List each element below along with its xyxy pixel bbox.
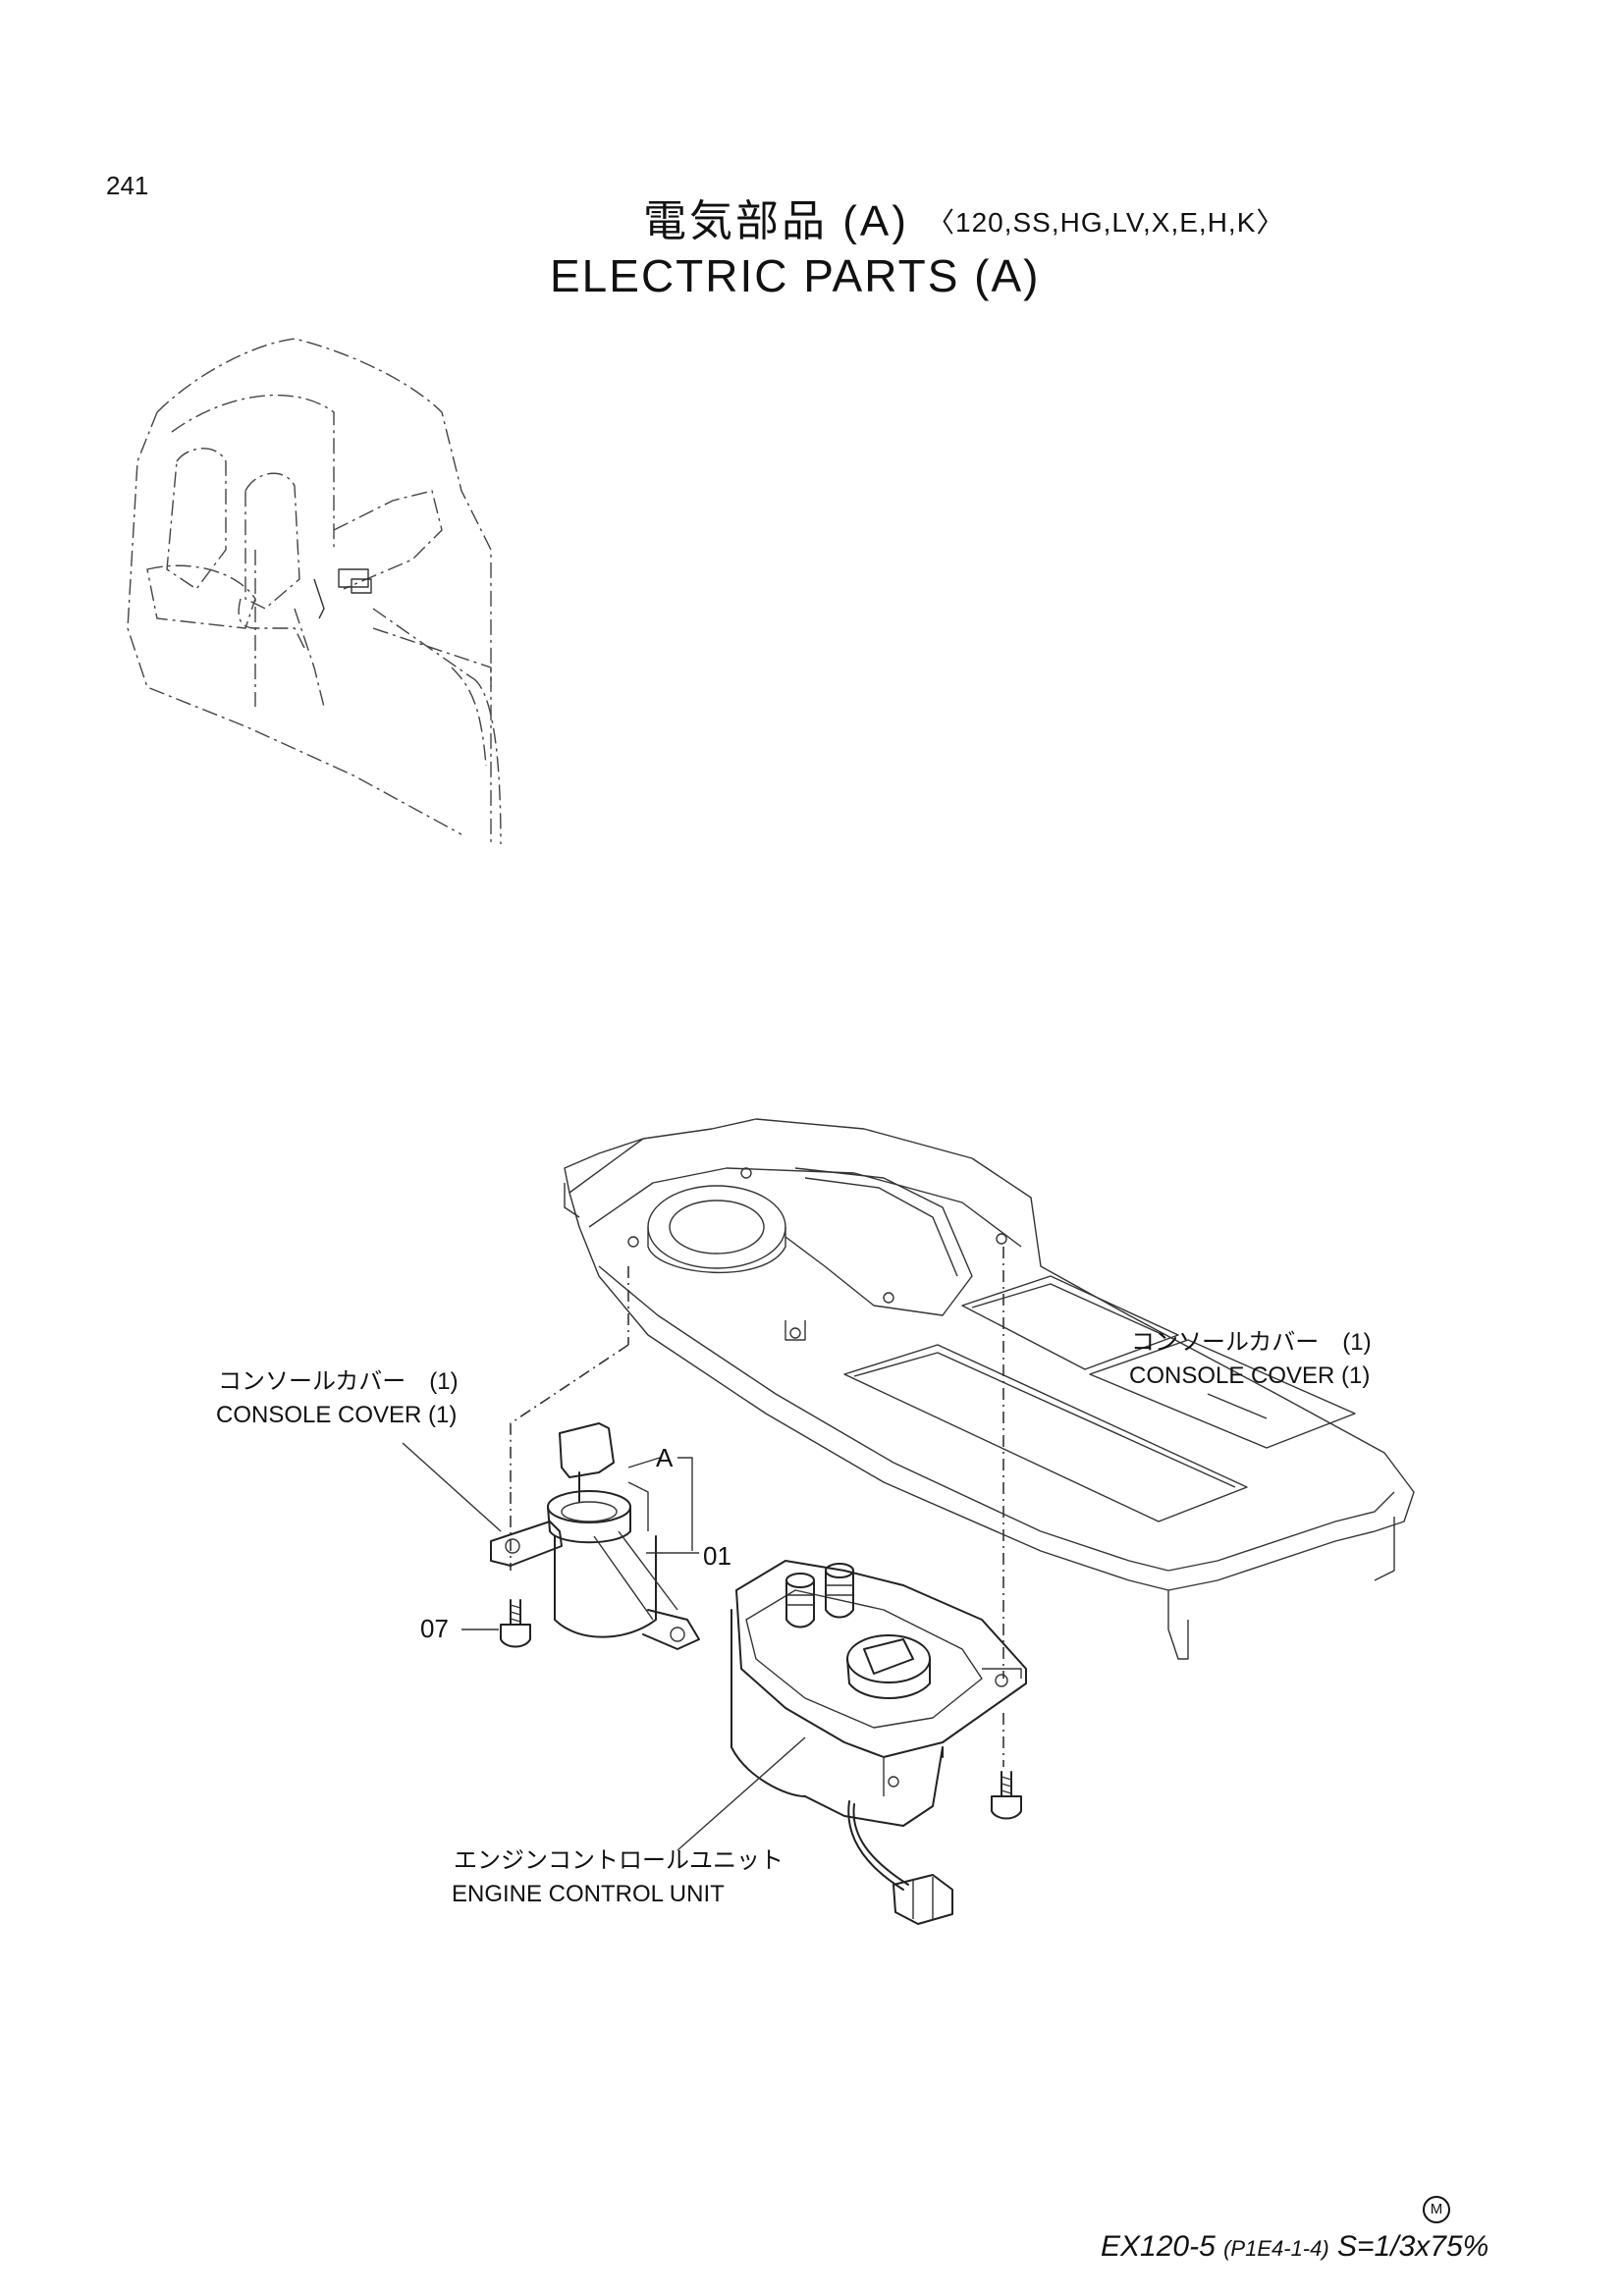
label-leader-lines bbox=[402, 1393, 1268, 1532]
console-cover-right-label-en: CONSOLE COVER (1) bbox=[1129, 1362, 1371, 1389]
console-cover-left-label-jp: コンソールカバー (1) bbox=[218, 1368, 459, 1395]
excavator-cab-icon bbox=[127, 338, 502, 845]
title-japanese: 電気部品 (A) bbox=[643, 197, 909, 245]
engine-control-unit-icon bbox=[676, 1560, 1027, 1925]
page-number: 241 bbox=[106, 171, 149, 200]
callout-a: A bbox=[656, 1443, 674, 1472]
bolt-icon bbox=[461, 1599, 531, 1648]
engine-control-unit-label-en: ENGINE CONTROL UNIT bbox=[452, 1881, 725, 1907]
callout-01: 01 bbox=[703, 1541, 731, 1571]
title-model-variants: 〈120,SS,HG,LV,X,E,H,K〉 bbox=[927, 207, 1285, 238]
console-cover-left-label-en: CONSOLE COVER (1) bbox=[216, 1402, 458, 1428]
console-cover-right-label-jp: コンソールカバー (1) bbox=[1131, 1329, 1372, 1356]
model-code: EX120-5 bbox=[1101, 2230, 1216, 2263]
model-reference: (P1E4-1-4) bbox=[1223, 2236, 1329, 2261]
circled-m-icon: M bbox=[1423, 2196, 1450, 2223]
key-switch-icon bbox=[490, 1422, 700, 1650]
assembly-guide-lines bbox=[510, 1247, 1004, 1767]
callout-07: 07 bbox=[420, 1614, 449, 1643]
model-scale-line: EX120-5 (P1E4-1-4) S=1/3x75% bbox=[1101, 2232, 1488, 2262]
title-english: ELECTRIC PARTS (A) bbox=[550, 250, 1041, 301]
scale-ratio: S=1/3x75% bbox=[1337, 2230, 1489, 2263]
console-cover-icon bbox=[564, 1118, 1415, 1660]
engine-control-unit-label-jp: エンジンコントロールユニット bbox=[454, 1847, 784, 1874]
bolt-icon bbox=[991, 1771, 1022, 1820]
